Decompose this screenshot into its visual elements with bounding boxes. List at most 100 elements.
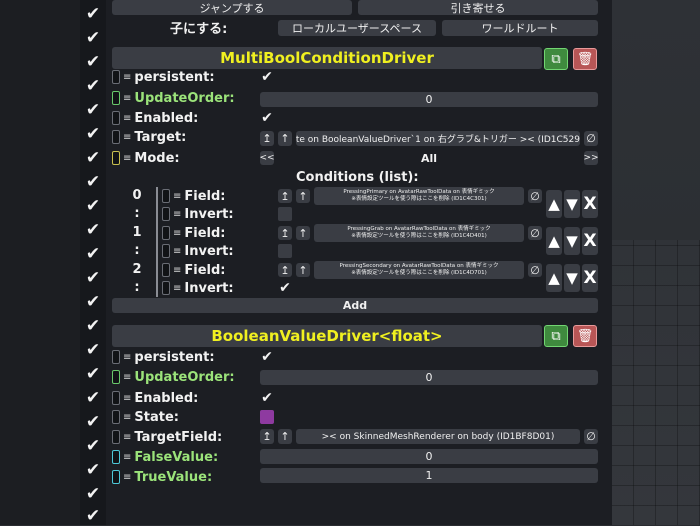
ref-up-icon[interactable]: ↑ <box>278 131 292 146</box>
condition-field-reference[interactable]: PressingGrab on AvatarRawToolData on 表情ギ… <box>314 224 524 242</box>
hamburger-icon[interactable]: ≡ <box>123 411 132 423</box>
field-handle[interactable] <box>112 410 120 424</box>
hamburger-icon[interactable]: ≡ <box>123 351 132 363</box>
field-handle[interactable] <box>112 450 120 464</box>
check-icon[interactable]: ✔ <box>85 148 101 168</box>
hamburger-icon[interactable]: ≡ <box>173 227 182 239</box>
hamburger-icon[interactable]: ≡ <box>173 208 182 220</box>
check-icon[interactable]: ✔ <box>85 364 101 384</box>
move-down-icon[interactable]: ▼ <box>564 264 580 292</box>
jump-button[interactable]: ジャンプする <box>112 0 352 15</box>
condition-field-reference[interactable]: PressingSecondary on AvatarRawToolData o… <box>314 261 524 279</box>
invert-checkbox[interactable]: ✔ <box>279 280 291 296</box>
world-root-button[interactable]: ワールドルート <box>442 20 598 36</box>
mode-prev-button[interactable]: << <box>260 151 274 165</box>
check-icon[interactable]: ✔ <box>85 412 101 432</box>
hamburger-icon[interactable]: ≡ <box>173 190 182 202</box>
clear-icon[interactable]: ∅ <box>584 131 598 146</box>
hamburger-icon[interactable]: ≡ <box>123 92 132 104</box>
hamburger-icon[interactable]: ≡ <box>123 431 132 443</box>
check-icon[interactable]: ✔ <box>85 28 101 48</box>
check-icon[interactable]: ✔ <box>85 388 101 408</box>
ref-up-icon[interactable]: ↑ <box>296 226 310 240</box>
move-down-icon[interactable]: ▼ <box>564 190 580 218</box>
ref-jump-icon[interactable]: ↥ <box>278 263 292 277</box>
remove-icon[interactable]: X <box>582 227 598 255</box>
remove-icon[interactable]: X <box>582 190 598 218</box>
field-handle[interactable] <box>112 91 120 105</box>
check-icon[interactable]: ✔ <box>85 292 101 312</box>
ref-jump-icon[interactable]: ↥ <box>278 189 292 203</box>
hamburger-icon[interactable]: ≡ <box>123 71 132 83</box>
hamburger-icon[interactable]: ≡ <box>123 112 132 124</box>
add-condition-button[interactable]: Add <box>112 298 598 313</box>
move-up-icon[interactable]: ▲ <box>546 264 562 292</box>
check-icon[interactable]: ✔ <box>85 484 101 504</box>
check-icon[interactable]: ✔ <box>85 460 101 480</box>
ref-up-icon[interactable]: ↑ <box>278 429 292 444</box>
ref-jump-icon[interactable]: ↥ <box>260 429 274 444</box>
field-handle[interactable] <box>112 151 120 165</box>
update-order-input[interactable]: 0 <box>260 92 598 107</box>
ref-jump-icon[interactable]: ↥ <box>260 131 274 146</box>
invert-checkbox[interactable] <box>278 207 292 221</box>
hamburger-icon[interactable]: ≡ <box>123 451 132 463</box>
move-up-icon[interactable]: ▲ <box>546 227 562 255</box>
invert-checkbox[interactable] <box>278 244 292 258</box>
field-handle[interactable] <box>162 281 170 295</box>
clear-icon[interactable]: ∅ <box>528 263 542 277</box>
field-handle[interactable] <box>112 70 120 84</box>
ref-up-icon[interactable]: ↑ <box>296 263 310 277</box>
clear-icon[interactable]: ∅ <box>528 226 542 240</box>
hamburger-icon[interactable]: ≡ <box>123 392 132 404</box>
check-icon[interactable]: ✔ <box>85 244 101 264</box>
local-user-space-button[interactable]: ローカルユーザースペース <box>278 20 436 36</box>
persistent-checkbox[interactable]: ✔ <box>261 349 273 365</box>
hamburger-icon[interactable]: ≡ <box>123 371 132 383</box>
target-reference[interactable]: State on BooleanValueDriver`1 on 右グラブ&トリ… <box>296 131 580 146</box>
remove-icon[interactable]: X <box>582 264 598 292</box>
duplicate-icon[interactable]: ⧉ <box>544 325 568 347</box>
false-value-input[interactable]: 0 <box>260 449 598 464</box>
pull-button[interactable]: 引き寄せる <box>358 0 598 15</box>
field-handle[interactable] <box>162 263 170 277</box>
field-handle[interactable] <box>112 130 120 144</box>
check-icon[interactable]: ✔ <box>85 196 101 216</box>
field-handle[interactable] <box>162 189 170 203</box>
hamburger-icon[interactable]: ≡ <box>123 152 132 164</box>
ref-jump-icon[interactable]: ↥ <box>278 226 292 240</box>
hamburger-icon[interactable]: ≡ <box>173 245 182 257</box>
check-icon[interactable]: ✔ <box>85 220 101 240</box>
mode-next-button[interactable]: >> <box>584 151 598 165</box>
field-handle[interactable] <box>112 370 120 384</box>
check-icon[interactable]: ✔ <box>85 340 101 360</box>
persistent-checkbox[interactable]: ✔ <box>261 69 273 85</box>
field-handle[interactable] <box>162 207 170 221</box>
ref-up-icon[interactable]: ↑ <box>296 189 310 203</box>
check-icon[interactable]: ✔ <box>85 172 101 192</box>
hamburger-icon[interactable]: ≡ <box>123 131 132 143</box>
duplicate-icon[interactable]: ⧉ <box>544 48 568 70</box>
field-handle[interactable] <box>112 391 120 405</box>
move-up-icon[interactable]: ▲ <box>546 190 562 218</box>
field-handle[interactable] <box>162 226 170 240</box>
check-icon[interactable]: ✔ <box>85 100 101 120</box>
check-icon[interactable]: ✔ <box>85 76 101 96</box>
target-field-reference[interactable]: >< on SkinnedMeshRenderer on body (ID1BF… <box>296 429 580 444</box>
check-icon[interactable]: ✔ <box>85 52 101 72</box>
check-icon[interactable]: ✔ <box>85 4 101 24</box>
move-down-icon[interactable]: ▼ <box>564 227 580 255</box>
hamburger-icon[interactable]: ≡ <box>173 282 182 294</box>
enabled-checkbox[interactable]: ✔ <box>261 390 273 406</box>
hamburger-icon[interactable]: ≡ <box>173 264 182 276</box>
true-value-input[interactable]: 1 <box>260 468 598 483</box>
check-icon[interactable]: ✔ <box>85 316 101 336</box>
clear-icon[interactable]: ∅ <box>584 429 598 444</box>
field-handle[interactable] <box>112 470 120 484</box>
field-handle[interactable] <box>112 430 120 444</box>
condition-field-reference[interactable]: PressingPrimary on AvatarRawToolData on … <box>314 187 524 205</box>
state-checkbox[interactable] <box>260 410 274 424</box>
check-icon[interactable]: ✔ <box>85 436 101 456</box>
field-handle[interactable] <box>112 350 120 364</box>
check-icon[interactable]: ✔ <box>85 506 101 526</box>
